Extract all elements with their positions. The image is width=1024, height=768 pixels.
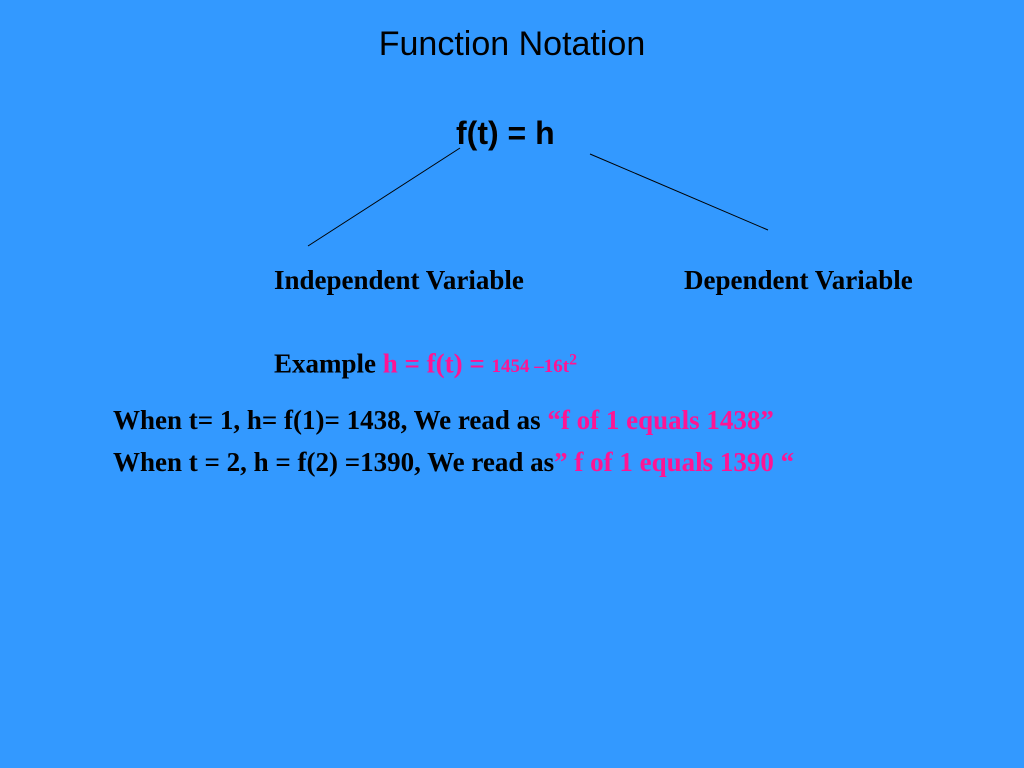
reading-line-1: When t= 1, h= f(1)= 1438, We read as “f … bbox=[113, 404, 774, 436]
reading-spoken-1: “f of 1 equals 1438” bbox=[547, 405, 774, 435]
dependent-variable-label: Dependent Variable bbox=[684, 265, 913, 295]
slide-title: Function Notation bbox=[378, 25, 646, 63]
example-expression-exponent: 2 bbox=[569, 352, 578, 369]
example-line: Example h = f(t) = 1454 –16t2 bbox=[274, 345, 577, 383]
independent-connector-line bbox=[307, 147, 461, 247]
independent-variable-label: Independent Variable bbox=[274, 265, 524, 295]
example-prefix: Example bbox=[274, 348, 383, 379]
example-equation: h = f(t) = bbox=[382, 348, 492, 379]
example-expression-base: 1454 –16t bbox=[491, 356, 570, 378]
reading-line-2: When t = 2, h = f(2) =1390, We read as” … bbox=[113, 446, 794, 478]
reading-statement-1: When t= 1, h= f(1)= 1438, We read as bbox=[113, 405, 548, 435]
reading-statement-2: When t = 2, h = f(2) =1390, We read as bbox=[113, 447, 555, 477]
dependent-connector-line bbox=[589, 153, 769, 231]
reading-spoken-2: ” f of 1 equals 1390 “ bbox=[554, 447, 795, 477]
example-expression: 1454 –16t2 bbox=[491, 352, 578, 378]
function-formula: f(t) = h bbox=[456, 115, 555, 151]
